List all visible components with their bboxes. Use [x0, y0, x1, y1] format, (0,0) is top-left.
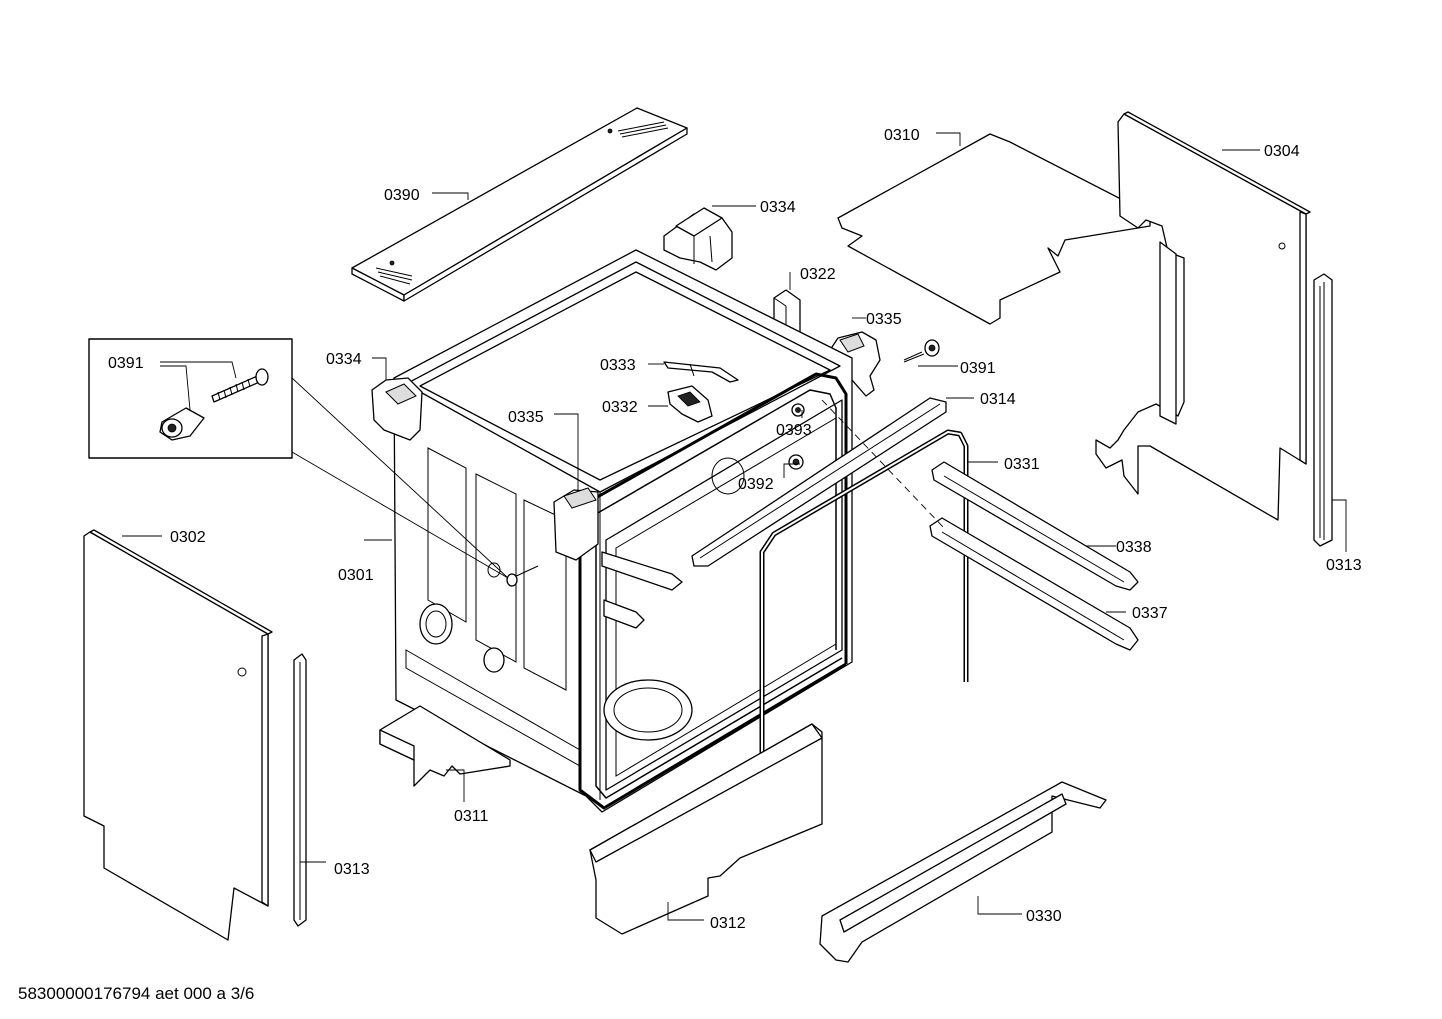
callout-0333: 0333: [600, 357, 636, 374]
part-0332-latch: [667, 385, 713, 423]
part-0391-screw-detail: [159, 368, 269, 441]
detail-leader-line: [291, 451, 509, 579]
callout-0312: 0312: [710, 915, 746, 932]
callout-0322: 0322: [800, 266, 836, 283]
part-0335-left-bracket: [553, 487, 599, 561]
callout-0335-left: 0335: [508, 409, 544, 426]
part-0391-screw-right: [903, 339, 940, 363]
callout-0337: 0337: [1132, 605, 1168, 622]
callout-0311: 0311: [454, 808, 489, 825]
callout-labels: 0390 0334 0322 0310 0304 0335 0334 0391 …: [108, 127, 1362, 932]
callout-0331: 0331: [1004, 456, 1040, 473]
callout-0393: 0393: [776, 422, 812, 439]
callout-0313-right: 0313: [1326, 557, 1362, 574]
detail-leader-line-2: [291, 377, 509, 579]
callout-0313-left: 0313: [334, 861, 370, 878]
callout-0391-right: 0391: [960, 360, 996, 377]
part-0314-rail: [691, 397, 947, 567]
detail-inset-box: [88, 338, 293, 459]
part-0302-side-panel-left: [83, 529, 273, 941]
callout-0330: 0330: [1026, 908, 1062, 925]
part-0334-upper-bracket: [663, 207, 733, 271]
part-0390-top-plate: [351, 107, 688, 302]
callout-0391-inset: 0391: [108, 355, 144, 372]
callout-0392: 0392: [738, 476, 774, 493]
part-0311-foam-block: [379, 705, 511, 787]
part-0312-foam-block: [589, 723, 823, 935]
part-0313-seal-left: [293, 653, 307, 927]
part-0337-runner: [929, 517, 1139, 651]
part-0330-base-channel: [819, 781, 1107, 963]
leader-lines: [122, 132, 1347, 921]
part-0338-runner: [931, 461, 1139, 591]
callout-0338: 0338: [1116, 539, 1152, 556]
part-0331-u-frame: [759, 429, 969, 796]
callout-0314: 0314: [980, 391, 1016, 408]
part-0393-fitting: [791, 403, 805, 417]
part-0304-side-panel-right: [1095, 111, 1311, 521]
callout-0332: 0332: [602, 399, 638, 416]
part-tub-front-frame: [578, 372, 848, 810]
callout-0334-left: 0334: [326, 351, 362, 368]
part-0335-right-bracket: [829, 331, 881, 397]
callout-0334-top: 0334: [760, 199, 796, 216]
part-0313-seal-right: [1313, 273, 1333, 547]
callout-0302: 0302: [170, 529, 206, 546]
part-0391-screw-on-tub: [506, 565, 539, 587]
document-code: 58300000176794 aet 000 a 3/6: [18, 984, 254, 1003]
part-inner-rails: [601, 551, 683, 629]
callout-0304: 0304: [1264, 143, 1300, 160]
part-0334-left-bracket: [371, 377, 423, 441]
part-0310-insulation-mat: [837, 133, 1151, 325]
alignment-dash-line: [821, 399, 945, 529]
callout-0301: 0301: [338, 567, 374, 584]
callout-0390: 0390: [384, 187, 420, 204]
part-0333-clip: [663, 361, 739, 383]
part-0392-fitting: [788, 454, 804, 470]
callout-0335-right: 0335: [866, 311, 902, 328]
callout-0310: 0310: [884, 127, 920, 144]
